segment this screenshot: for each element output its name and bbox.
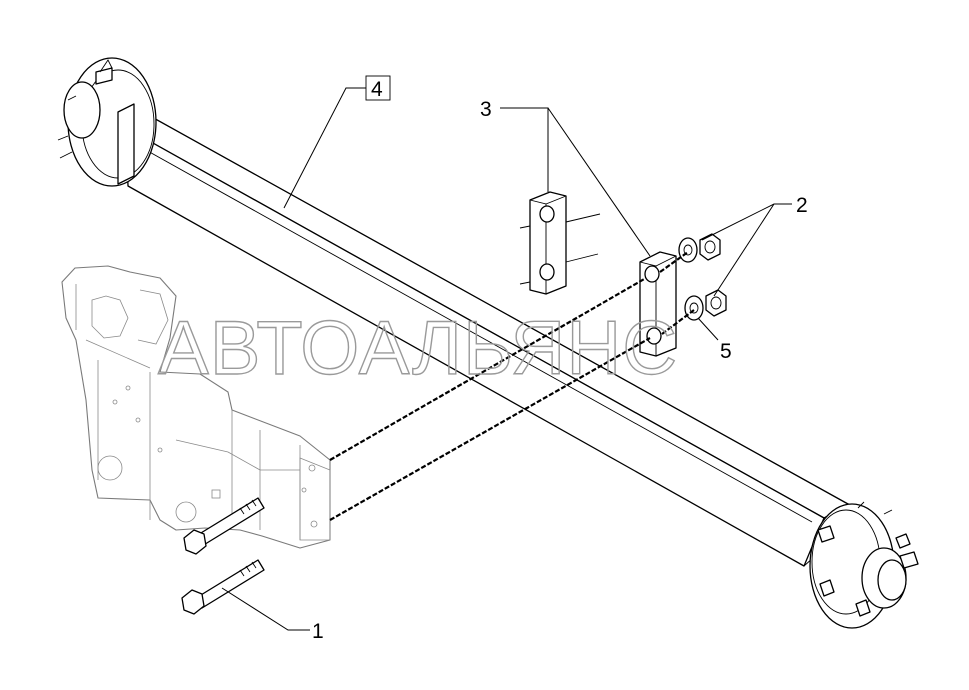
bolt-lower — [181, 559, 265, 615]
bolt-alignment-lines — [329, 251, 695, 521]
leader-lines — [221, 87, 792, 631]
callout-5: 5 — [720, 340, 732, 363]
bolt-upper — [183, 497, 265, 555]
callout-2: 2 — [796, 194, 808, 217]
clamp-plate-loose — [519, 191, 601, 295]
left-wheel-hub — [57, 57, 157, 187]
clamp-plate-fitted — [639, 251, 677, 357]
callout-4-box — [365, 75, 391, 101]
right-wheel-hub — [809, 501, 919, 629]
callout-3: 3 — [480, 98, 492, 121]
callout-4: 4 — [371, 78, 383, 101]
callout-1: 1 — [312, 620, 324, 643]
washers-and-nuts — [678, 233, 727, 321]
watermark-text: АВТОАЛЬЯНС — [158, 306, 678, 391]
mounting-bracket — [61, 265, 331, 549]
